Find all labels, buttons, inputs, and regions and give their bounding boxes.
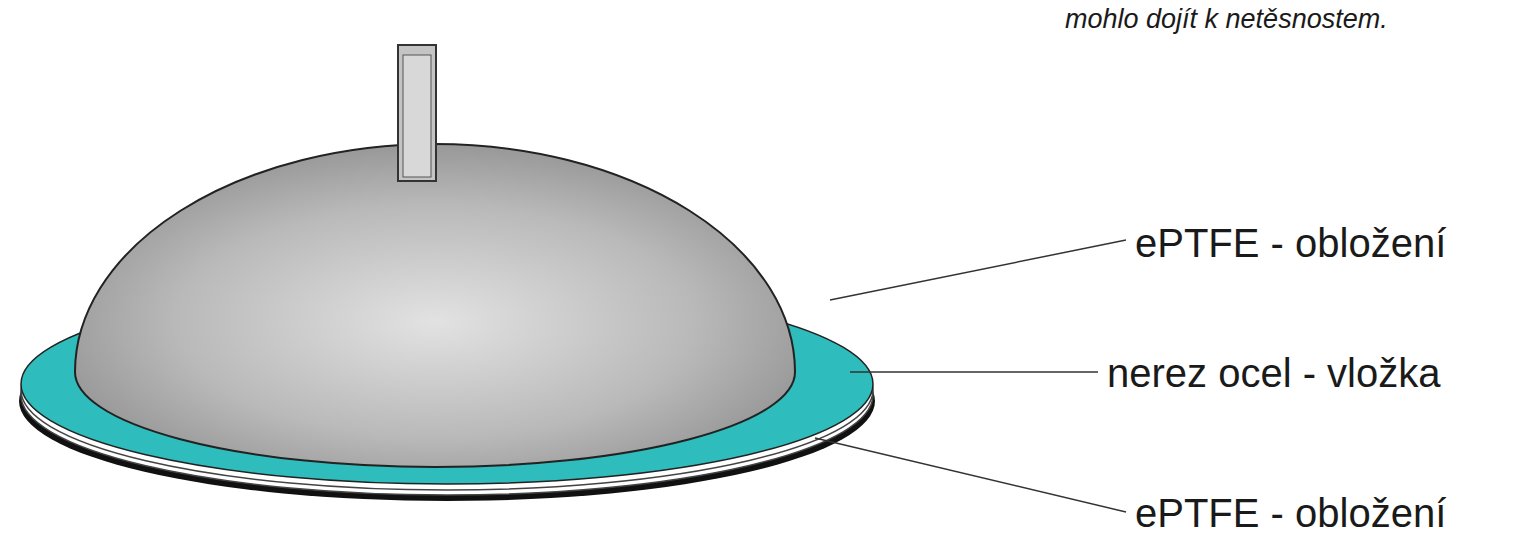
leader-line [815,438,1126,512]
stem [398,45,436,181]
leader-line [830,240,1126,300]
note-text: mohlo dojít k netěsnostem. [1065,4,1388,35]
leader-line [850,371,1098,373]
part-label: ePTFE - obložení [1135,490,1446,536]
part-label: ePTFE - obložení [1135,220,1446,266]
dome [75,144,795,467]
stem-face [403,55,431,177]
part-label: nerez ocel - vložka [1107,350,1440,396]
